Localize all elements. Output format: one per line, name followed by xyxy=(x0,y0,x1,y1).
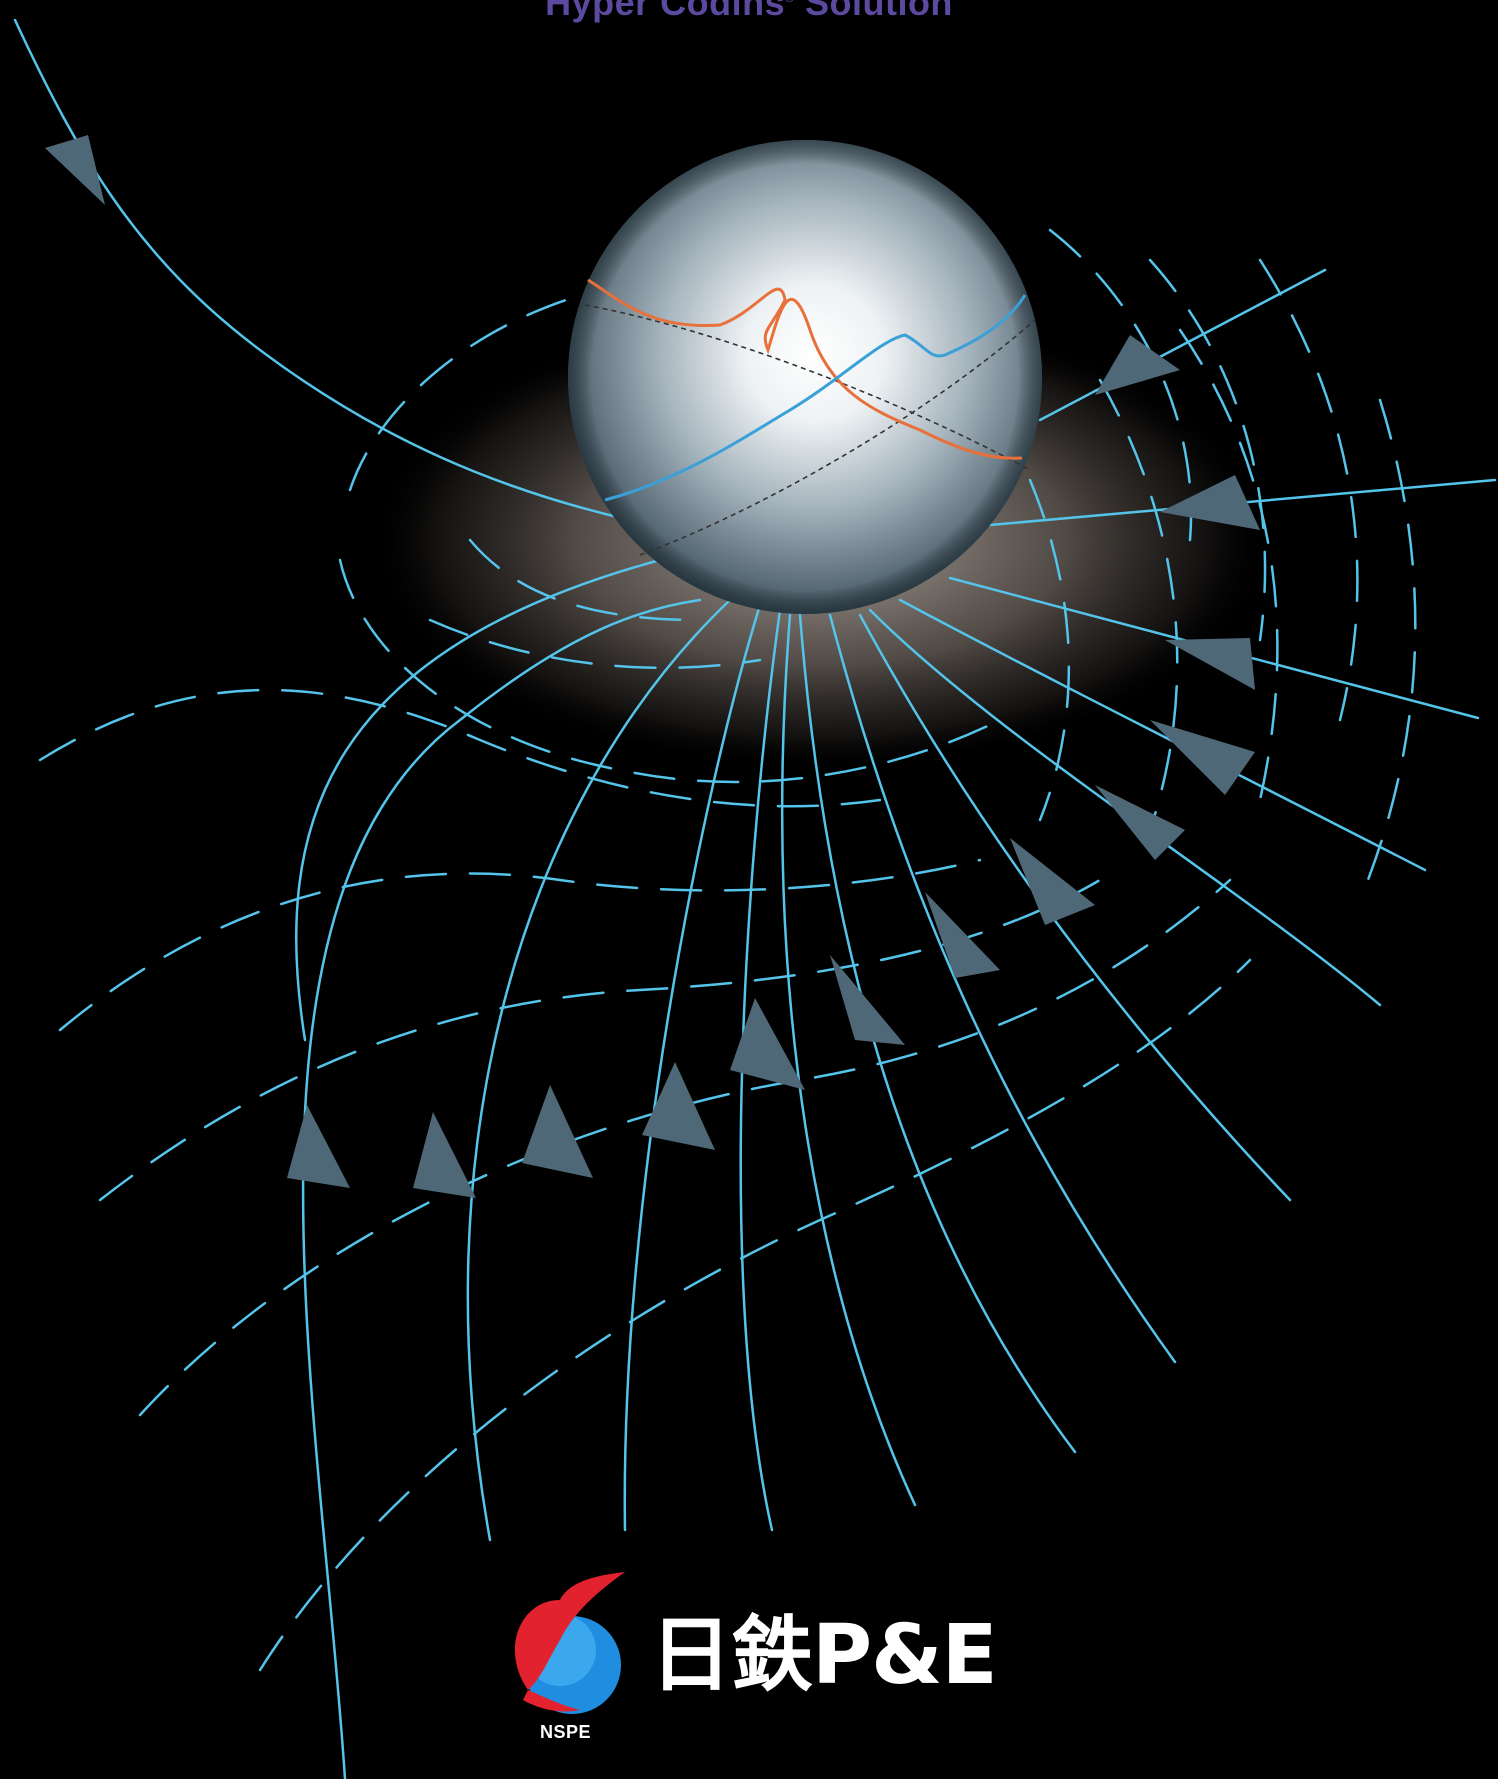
arrow-icon xyxy=(830,955,905,1045)
arrow-icon xyxy=(925,892,1000,978)
arrow-icon xyxy=(1165,638,1255,690)
arrow-icon xyxy=(730,998,805,1090)
flow-line-bottom-1 xyxy=(798,613,1077,1454)
flow-line-bottom-4 xyxy=(623,603,762,1532)
flow-line-bottom-5 xyxy=(466,598,732,1542)
sphere xyxy=(568,140,1042,614)
dashed-arc xyxy=(258,958,1252,1672)
dashed-arc xyxy=(468,538,702,622)
title-end: Solution xyxy=(794,0,953,23)
arrow-icon xyxy=(642,1062,715,1150)
brand-acronym: NSPE xyxy=(540,1722,592,1742)
arrow-icon xyxy=(1160,475,1260,530)
flow-arrows xyxy=(45,135,1260,1198)
page-title: Hyper Codins® Solution xyxy=(0,0,1498,24)
arrow-icon xyxy=(1095,335,1180,395)
dashed-arc xyxy=(58,858,982,1032)
dashed-arc xyxy=(428,618,762,670)
arrow-icon xyxy=(1150,720,1255,795)
flow-line-bottom-3 xyxy=(739,608,782,1532)
flow-line-right-1 xyxy=(1038,268,1327,422)
dashed-arc xyxy=(1148,258,1267,642)
registered-mark: ® xyxy=(785,0,794,5)
arrow-icon xyxy=(287,1105,350,1188)
arrow-icon xyxy=(1010,838,1095,925)
sphere-dashed-meridian-2 xyxy=(639,319,1036,556)
orange-curve xyxy=(587,278,1023,460)
dashed-arc xyxy=(138,878,1232,1417)
arrow-icon xyxy=(45,135,105,205)
dashed-arc xyxy=(1098,378,1179,832)
sphere-dashed-meridian-1 xyxy=(584,304,1031,471)
flow-line-bottom-6 xyxy=(301,598,702,1779)
blue-curve xyxy=(604,294,1027,502)
dashed-arc xyxy=(1258,258,1359,722)
title-main: Hyper Codins xyxy=(545,0,786,23)
flow-line-right-4 xyxy=(898,598,1427,872)
arrow-icon xyxy=(1095,785,1185,860)
dashed-arc xyxy=(38,688,882,808)
nspe-logo-icon xyxy=(514,1572,625,1714)
dashed-arc xyxy=(338,558,1002,784)
brand-name: 日鉄P&E xyxy=(650,1608,998,1703)
flow-line-right-7 xyxy=(828,613,1177,1364)
arrow-icon xyxy=(522,1085,593,1178)
arrow-icon xyxy=(413,1112,476,1198)
flow-line-bottom-7 xyxy=(295,558,662,1042)
dashed-arc xyxy=(1178,328,1279,802)
dashed-arc xyxy=(1358,398,1417,902)
dashed-arc xyxy=(348,288,602,492)
dashed-field-lines xyxy=(38,228,1417,1672)
flow-line-bottom-2 xyxy=(781,613,917,1507)
